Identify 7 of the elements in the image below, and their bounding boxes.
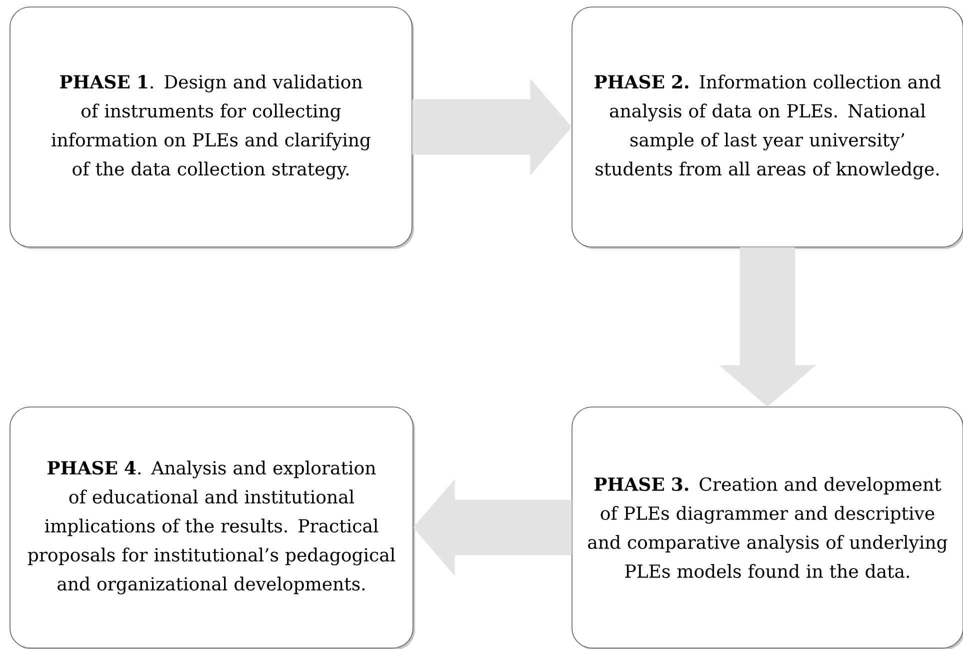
process-box: PHASE 2. Information collection and analysis of data on PLEs. National sample of last year university’ students from all areas of knowledge. (572, 6, 963, 249)
block-arrow (719, 247, 816, 407)
block-arrow (412, 78, 572, 176)
process-box: PHASE 4. Analysis and exploration of educational and institutional implications of the results. Practical proposals for institutional’s pedagogical and organizational developments. (10, 406, 415, 649)
process-box: PHASE 3. Creation and development of PLEs diagrammer and descriptive and comparative analysis of underlying PLEs models found in the data. (572, 406, 963, 649)
block-arrow (413, 479, 572, 576)
process-box: PHASE 1. Design and validation of instruments for collecting information on PLEs and clarifying of the data collection strategy. (10, 6, 414, 249)
